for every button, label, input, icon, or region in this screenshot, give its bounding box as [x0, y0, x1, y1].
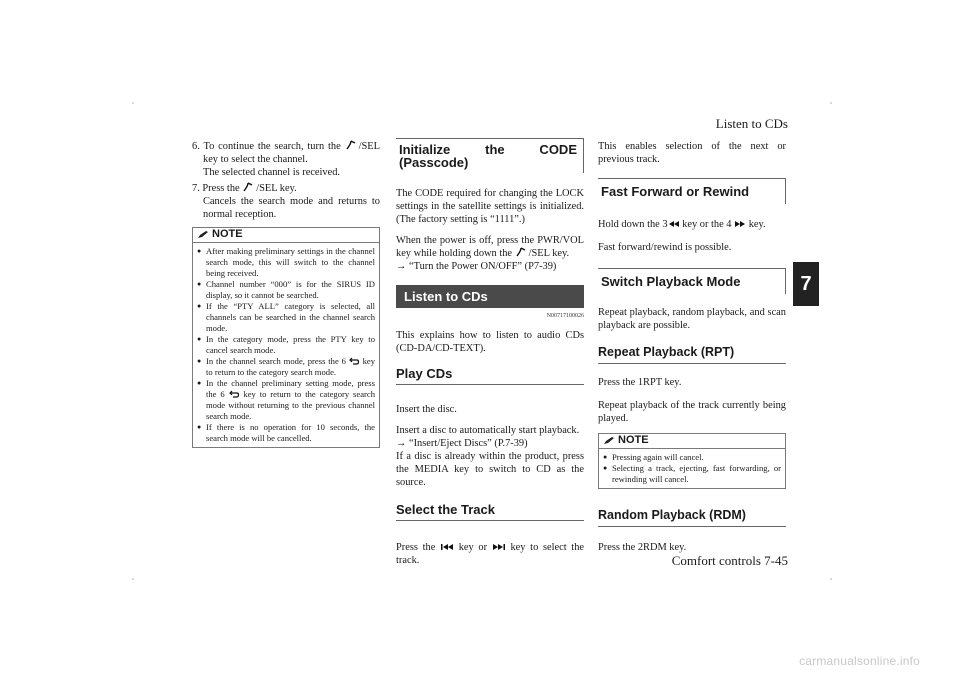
step-7-text-2: /SEL key. — [256, 183, 297, 194]
track-text-3: key to select the track. — [396, 542, 584, 566]
note-label: NOTE — [618, 434, 649, 446]
rdm-paragraph: Press the 2RDM key. — [598, 542, 687, 553]
column-left: 6. To continue the search, turn the /SEL… — [192, 140, 380, 448]
note-item: After making preliminary settings in the… — [197, 246, 375, 279]
track-text-2: key or — [454, 542, 492, 553]
return-arrow-icon — [228, 390, 239, 398]
track-paragraph: Press the key or key to select the track… — [396, 541, 584, 567]
crop-mark — [830, 578, 832, 580]
crop-mark — [830, 102, 832, 104]
code-paragraph-2: When the power is off, press the PWR/VOL… — [396, 234, 584, 260]
step-7-result: Cancels the search mode and returns to n… — [203, 196, 380, 220]
step-7: 7. Press the /SEL key. Cancels the searc… — [192, 182, 380, 221]
track-text: Press the — [396, 542, 441, 553]
play-paragraph-3: If a disc is already within the product,… — [396, 451, 584, 488]
rewind-icon — [668, 221, 679, 227]
note-item: In the channel search mode, press the 6 … — [197, 356, 375, 378]
page-header-title: Listen to CDs — [715, 116, 788, 131]
heading-play-cds: Play CDs — [396, 367, 584, 385]
step-6-text-2: /SEL key to select the channel. — [203, 141, 380, 165]
page-footer: Comfort controls 7-45 — [671, 553, 788, 568]
code-cross-reference: → “Turn the Power ON/OFF” (P7-39) — [396, 261, 557, 272]
track-selection-intro: This enables selection of the next or pr… — [598, 141, 786, 165]
bookmark-icon — [346, 140, 355, 150]
next-track-icon — [492, 544, 505, 550]
ff-paragraph-2: Fast forward/rewind is possible. — [598, 242, 732, 253]
bookmark-icon — [516, 247, 525, 257]
heading-switch-playback-mode: Switch Playback Mode — [598, 268, 786, 294]
code-paragraph-2-text-2: /SEL key. — [528, 248, 570, 259]
ff-text-3: key. — [746, 219, 766, 230]
chapter-tab: 7 — [793, 262, 819, 306]
bookmark-icon — [243, 182, 253, 192]
watermark: carmanualsonline.info — [799, 654, 920, 668]
heading-listen-to-cds: Listen to CDs — [396, 285, 584, 308]
note-box: NOTE Pressing again will cancel. Selecti… — [598, 433, 786, 489]
ff-paragraph: Hold down the 3 key or the 4 key. — [598, 218, 786, 231]
note-item: Pressing again will cancel. — [603, 452, 781, 463]
rpt-paragraph-1: Press the 1RPT key. — [598, 377, 682, 388]
note-label: NOTE — [212, 228, 243, 240]
pencil-icon — [604, 437, 614, 444]
note-item-text-2: key to return to the category search mod… — [206, 356, 375, 377]
note-item: If the “PTY ALL” category is selected, a… — [197, 301, 375, 334]
fast-forward-icon — [735, 221, 746, 227]
heading-select-track: Select the Track — [396, 503, 584, 521]
note-item-text: In the channel search mode, press the 6 — [206, 356, 349, 366]
rpt-paragraph-2: Repeat playback of the track currently b… — [598, 400, 786, 424]
step-6-text: 6. To continue the search, turn the — [192, 141, 345, 152]
crop-mark — [132, 102, 134, 104]
note-header: NOTE — [599, 434, 785, 449]
column-right: This enables selection of the next or pr… — [598, 140, 786, 554]
note-item: In the channel preliminary setting mode,… — [197, 378, 375, 422]
note-item: If there is no operation for 10 seconds,… — [197, 422, 375, 444]
play-paragraph-1: Insert the disc. — [396, 404, 457, 415]
note-item-text-2: key to return to the category search mod… — [206, 389, 375, 421]
note-item: Selecting a track, ejecting, fast forwar… — [603, 463, 781, 485]
column-middle: Initialize the CODE (Passcode) The CODE … — [396, 138, 584, 567]
pencil-icon — [198, 231, 208, 238]
step-6-result: The selected channel is received. — [203, 167, 341, 178]
code-paragraph-1: The CODE required for changing the LOCK … — [396, 188, 584, 225]
reference-code: N00717100026 — [546, 313, 584, 319]
note-header: NOTE — [193, 228, 379, 243]
note-box: NOTE After making preliminary settings i… — [192, 227, 380, 448]
code-paragraph-2-text: When the power is off, press the PWR/VOL… — [396, 235, 584, 259]
listen-paragraph: This explains how to listen to audio CDs… — [396, 330, 584, 354]
return-arrow-icon — [348, 357, 359, 365]
heading-initialize-code: Initialize the CODE (Passcode) — [396, 138, 584, 173]
previous-track-icon — [441, 544, 454, 550]
heading-repeat-playback: Repeat Playback (RPT) — [598, 346, 786, 364]
step-6: 6. To continue the search, turn the /SEL… — [192, 140, 380, 179]
play-cross-reference: → “Insert/Eject Discs” (P.7-39) — [396, 438, 528, 449]
note-item: Channel number “000” is for the SIRUS ID… — [197, 279, 375, 301]
heading-random-playback: Random Playback (RDM) — [598, 509, 786, 527]
ff-text-2: key or the 4 — [679, 219, 735, 230]
ff-text: Hold down the 3 — [598, 219, 668, 230]
step-7-text: 7. Press the — [192, 183, 243, 194]
note-item: In the category mode, press the PTY key … — [197, 334, 375, 356]
play-paragraph-2: Insert a disc to automatically start pla… — [396, 425, 580, 436]
heading-fast-forward-rewind: Fast Forward or Rewind — [598, 178, 786, 204]
crop-mark — [132, 578, 134, 580]
switch-paragraph: Repeat playback, random playback, and sc… — [598, 307, 786, 331]
note-item-text: In the channel preliminary setting mode,… — [206, 378, 375, 399]
